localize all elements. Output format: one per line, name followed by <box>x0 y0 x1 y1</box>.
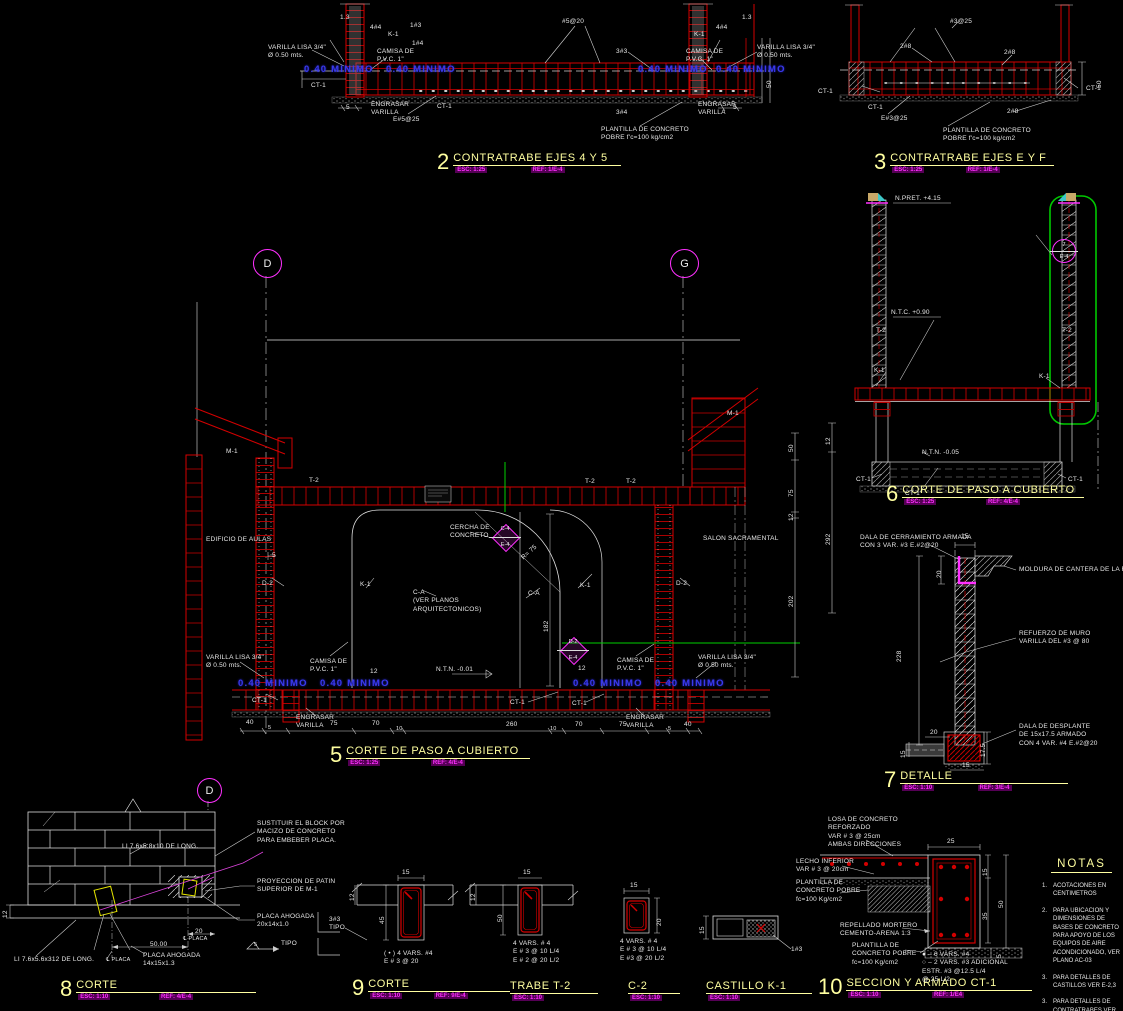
notes-panel: NOTAS 1. ACOTACIONES EN CENTIMETROS 2. P… <box>1042 858 1121 1011</box>
note-item: 3. PARA DETALLES DE CASTILLOS VER E-2,3 <box>1042 974 1121 991</box>
note-text: PARA UBICACION Y DIMENSIONES DE BASES DE… <box>1053 907 1121 965</box>
note-item: 2. PARA UBICACION Y DIMENSIONES DE BASES… <box>1042 907 1121 966</box>
note-number: 1. <box>1042 883 1048 889</box>
note-number: 2. <box>1042 907 1048 914</box>
note-item: 3. PARA DETALLES DE CONTRATRABES VER E-1… <box>1042 998 1121 1011</box>
note-text: PARA DETALLES DE CASTILLOS VER E-2,3 <box>1053 974 1117 989</box>
note-number: 3. <box>1042 999 1048 1006</box>
notes-title: NOTAS <box>1051 858 1112 873</box>
note-text: ACOTACIONES EN CENTIMETROS <box>1053 883 1107 898</box>
note-text: PARA DETALLES DE CONTRATRABES VER E-1,2 <box>1053 999 1116 1011</box>
note-number: 3. <box>1042 974 1048 981</box>
notes-list: 1. ACOTACIONES EN CENTIMETROS 2. PARA UB… <box>1042 882 1121 1011</box>
note-item: 1. ACOTACIONES EN CENTIMETROS <box>1042 882 1121 899</box>
